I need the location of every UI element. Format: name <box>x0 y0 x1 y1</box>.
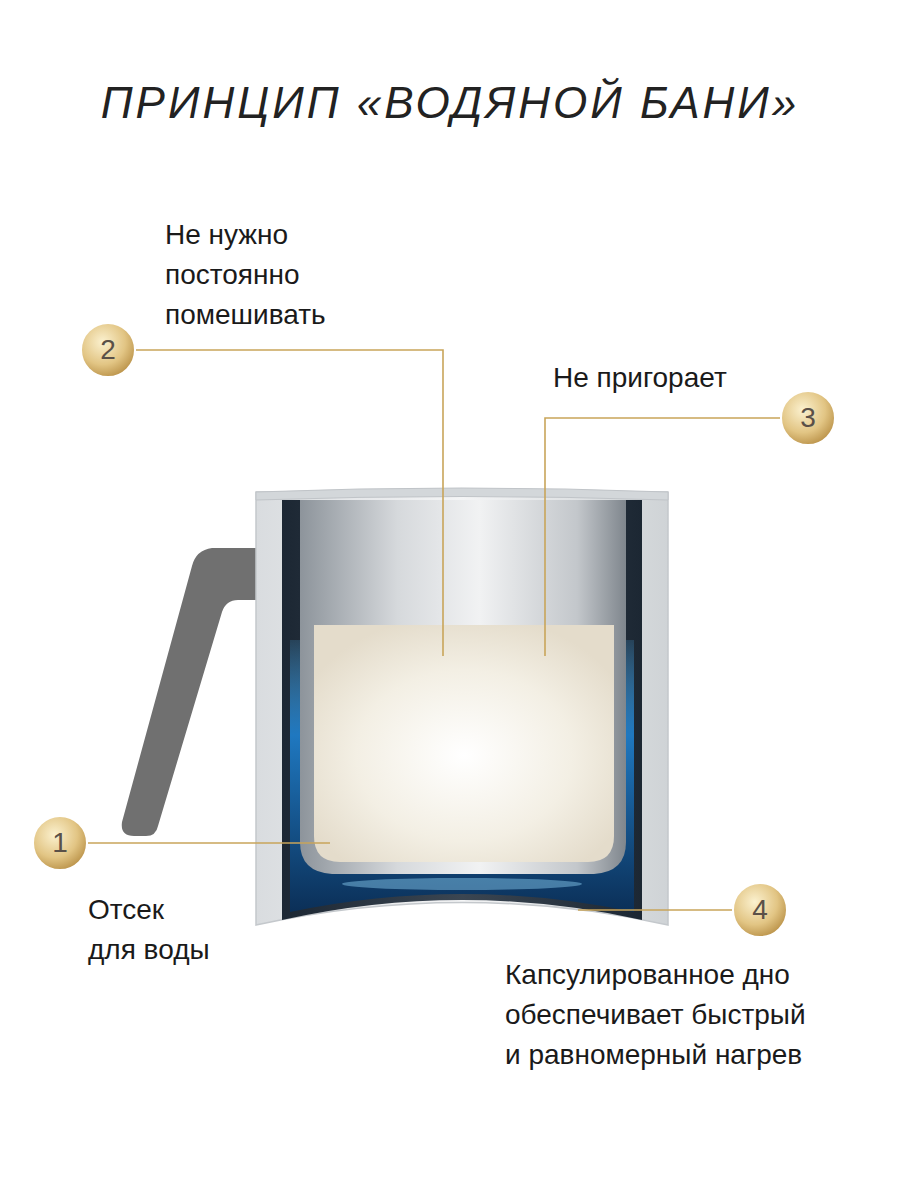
callout-circle <box>733 883 787 937</box>
caption-text: Не нужно постоянно помешивать <box>165 215 380 335</box>
pot-cutaway <box>282 500 642 920</box>
callout-number: 4 <box>733 894 787 926</box>
callout-number: 1 <box>33 827 87 859</box>
leader-lines <box>88 350 780 910</box>
callout-circles <box>33 323 835 937</box>
pot-rim <box>256 488 668 500</box>
caption-box: Не нужно постоянно помешивать <box>165 215 380 335</box>
inner-pot <box>300 500 626 874</box>
caption-text: Отсек для воды <box>88 890 216 970</box>
caption-box: Не пригорает <box>553 358 793 398</box>
caption-box: Капсулированное дно обеспечивает быстрый… <box>505 955 810 1075</box>
callout-circle <box>781 391 835 445</box>
milk <box>314 625 614 862</box>
callout-circle <box>33 816 87 870</box>
callout-box: 3 <box>781 402 835 434</box>
water-bubbles <box>342 878 582 890</box>
callout-box: 2 <box>81 334 135 366</box>
pot-handle <box>122 548 262 836</box>
callout-box: 1 <box>33 827 87 859</box>
title: ПРИНЦИП «ВОДЯНОЙ БАНИ» <box>0 78 900 128</box>
caption-text: Капсулированное дно обеспечивает быстрый… <box>505 955 810 1075</box>
callout-number: 3 <box>781 402 835 434</box>
leader-line <box>88 842 330 844</box>
caption-text: Не пригорает <box>553 358 793 398</box>
title-box: ПРИНЦИП «ВОДЯНОЙ БАНИ» <box>0 78 900 128</box>
leader-line <box>578 909 732 911</box>
callout-circle <box>81 323 135 377</box>
leader-line <box>545 418 780 656</box>
callout-box: 4 <box>733 894 787 926</box>
leader-line <box>136 350 443 656</box>
callout-number: 2 <box>81 334 135 366</box>
pot-outer-wall <box>256 492 668 925</box>
caption-box: Отсек для воды <box>88 890 216 970</box>
